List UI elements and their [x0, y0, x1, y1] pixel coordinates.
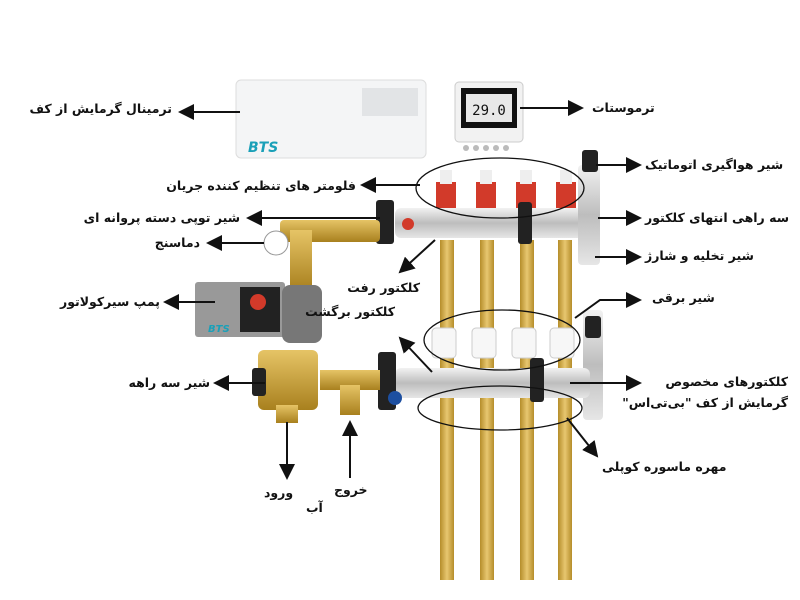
label-three-way-valve: شیر سه راهه: [128, 375, 210, 390]
label-collectors-line1: کلکتورهای مخصوص: [665, 374, 788, 389]
label-outlet: خروج: [334, 482, 368, 497]
return-collector: [378, 327, 590, 410]
label-flowmeters: فلومتر های تنظیم کننده جریان: [166, 178, 356, 193]
label-collectors-line2: گرمایش از کف "بی‌تی‌اس": [622, 395, 788, 410]
thermostat-device: 29.0: [454, 81, 524, 151]
label-air-vent: شیر هواگیری اتوماتیک: [645, 157, 784, 172]
thermometer-device: [263, 230, 289, 256]
highlight-ellipses: [415, 157, 585, 431]
label-terminal: ترمینال گرمایش از کف: [29, 101, 173, 116]
label-inlet: ورود: [264, 485, 294, 500]
pump-brand-logo: BTS: [208, 324, 230, 335]
circulator-pump: BTS: [195, 282, 322, 343]
terminal-brand-logo: BTS: [248, 140, 278, 156]
floor-pipes: [440, 240, 572, 580]
label-drain-valve: شیر تخلیه و شارژ: [645, 248, 754, 263]
callout-arrows: [163, 100, 642, 480]
brass-pipework: [258, 220, 380, 423]
supply-collector: [376, 170, 595, 244]
thermostat-readout: 29.0: [472, 103, 506, 119]
label-thermostat: ترموستات: [592, 100, 655, 115]
label-return-collector: کلکتور برگشت: [305, 304, 395, 319]
label-pump: پمپ سیرکولاتور: [60, 294, 160, 309]
label-electric-valve: شیر برقی: [652, 290, 715, 305]
label-coupling-nut: مهره ماسوره کوپلی: [602, 459, 727, 474]
label-ball-valve: شیر توپی دسته پروانه ای: [83, 210, 240, 225]
label-end-tee: سه راهی انتهای کلکتور: [645, 210, 789, 225]
label-water: آب: [306, 500, 323, 515]
terminal-box: BTS: [235, 79, 427, 159]
label-thermometer: دماسنج: [154, 235, 200, 250]
label-supply-collector: کلکتور رفت: [347, 280, 420, 295]
